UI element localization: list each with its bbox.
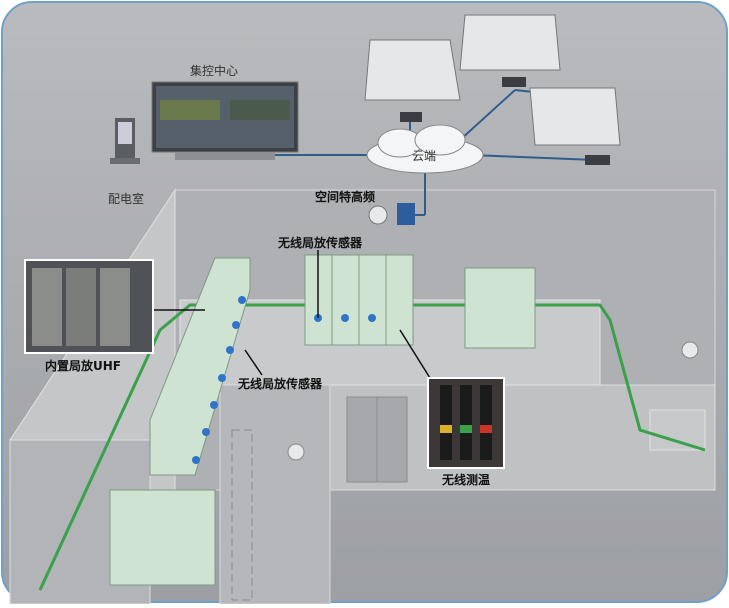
wireless-pd-sensor-label: 无线局放传感器 — [238, 377, 323, 391]
callout-lines — [150, 250, 431, 379]
camera-icon — [287, 443, 305, 461]
uhf-receiver-icon — [397, 203, 415, 225]
transformer-right — [464, 267, 536, 349]
network-switch-icon — [400, 77, 610, 165]
distribution-room-label: 配电室 — [108, 192, 145, 206]
wireless-temp-label: 无线测温 — [442, 473, 491, 487]
builtin-uhf-label: 内置局放UHF — [45, 359, 121, 373]
wireless-pd-sensor-label: 无线局放传感器 — [278, 236, 363, 250]
remote-substations — [364, 14, 621, 146]
control-center-monitor — [151, 81, 299, 160]
wireless-sensor-icon — [192, 296, 376, 464]
builtin-uhf-photo — [24, 259, 154, 354]
wireless-temp-photo — [427, 377, 505, 469]
grounding-cable — [38, 303, 706, 591]
switchgear-row-left — [149, 257, 251, 476]
transformer-left — [109, 489, 216, 586]
cable-tray — [231, 429, 253, 601]
switchgear-center — [304, 254, 414, 346]
spatial-uhf-label: 空间特高频 — [315, 190, 376, 204]
cloud-icon — [366, 124, 484, 174]
kiosk-terminal — [110, 118, 140, 164]
control-center-label: 集控中心 — [190, 64, 239, 78]
camera-icon — [368, 205, 388, 225]
camera-icon — [681, 341, 699, 359]
cloud-label: 云端 — [412, 149, 437, 163]
